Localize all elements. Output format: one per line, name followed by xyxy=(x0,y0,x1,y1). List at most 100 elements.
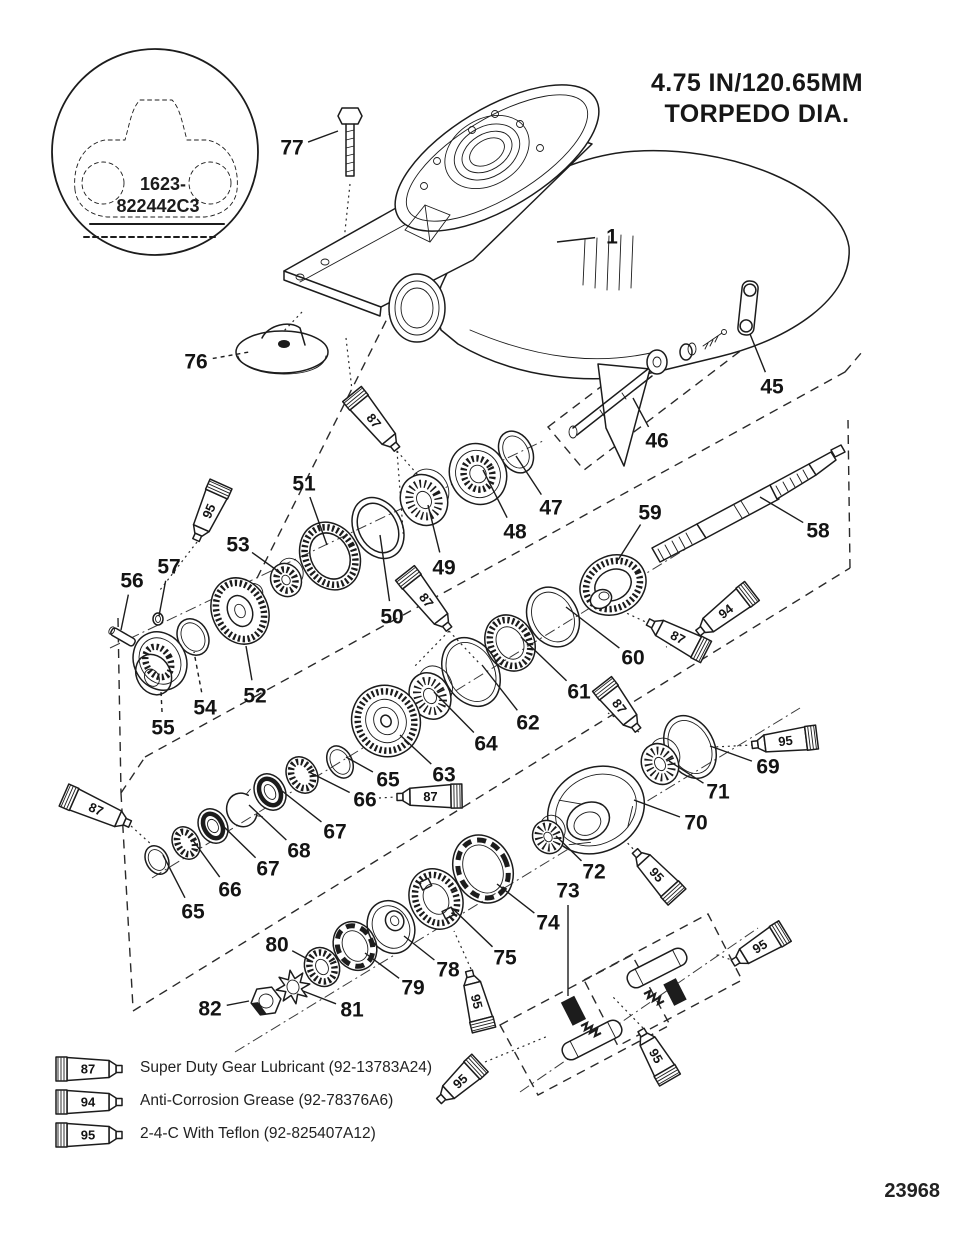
callout-leader-45-3 xyxy=(749,333,767,373)
tube-95-11: 95 xyxy=(730,920,793,967)
legend-item-95: 2-4-C With Teflon (92-825407A12) xyxy=(140,1125,376,1142)
part-59-gear-hub xyxy=(579,554,647,616)
callout-79-38: 79 xyxy=(401,977,424,1000)
callout-73-34: 73 xyxy=(556,880,579,903)
part-76-trim-tab xyxy=(235,323,329,375)
part-81-star-retainer xyxy=(275,969,311,1005)
callout-leader-69-30 xyxy=(709,745,753,762)
callout-leader-76-2 xyxy=(212,351,250,360)
part-67-seal-a xyxy=(253,773,287,811)
callout-69-30: 69 xyxy=(756,756,779,779)
callout-70-32: 70 xyxy=(684,812,707,835)
callout-leader-74-35 xyxy=(496,883,535,914)
callout-leader-55-13 xyxy=(160,691,163,713)
part-57-bushing xyxy=(152,612,164,626)
callout-67-27: 67 xyxy=(256,858,279,881)
callout-leader-61-19 xyxy=(520,636,568,682)
part-67-seal-b xyxy=(197,808,229,844)
part-72-bearing-small xyxy=(531,814,566,855)
part-74-tab-washer xyxy=(452,834,514,904)
callout-67-25: 67 xyxy=(323,821,346,844)
callout-leader-49-7 xyxy=(427,504,441,553)
callout-51-9: 51 xyxy=(292,473,316,496)
callout-71-31: 71 xyxy=(706,781,730,804)
callout-leader-66-28 xyxy=(191,838,221,878)
part-80-spring-washer xyxy=(303,946,341,988)
title-line2: TORPEDO DIA. xyxy=(664,100,850,128)
callout-65-29: 65 xyxy=(181,901,205,924)
callout-leader-65-23 xyxy=(345,756,374,773)
tube-label-95-10: 95 xyxy=(468,993,486,1011)
legend-item-94: Anti-Corrosion Grease (92-78376A6) xyxy=(140,1092,394,1109)
callout-52-11: 52 xyxy=(243,685,266,708)
callout-60-18: 60 xyxy=(621,647,644,670)
tube-87-14: 87 xyxy=(55,1056,123,1082)
part-58-propshaft xyxy=(651,444,846,563)
callout-48-6: 48 xyxy=(503,521,527,544)
callout-leader-60-18 xyxy=(565,606,620,649)
inset-part-number-line2: 822442C3 xyxy=(116,196,199,216)
tube-label-87-9: 87 xyxy=(423,789,438,804)
part-56-pin xyxy=(108,626,136,647)
part-49-bearing xyxy=(399,468,450,527)
callout-leader-67-25 xyxy=(276,786,322,823)
callout-leader-62-20 xyxy=(481,664,518,711)
drawing-number: 23968 xyxy=(884,1180,940,1202)
tube-95-13: 95 xyxy=(435,1053,489,1105)
part-55-bearing-carrier-upper xyxy=(132,631,188,696)
callout-leader-57-15 xyxy=(158,580,167,617)
callout-75-36: 75 xyxy=(493,947,517,970)
tube-label-95-1: 95 xyxy=(199,501,219,520)
callout-76-2: 76 xyxy=(184,351,207,374)
callout-78-37: 78 xyxy=(436,959,460,982)
callout-leader-53-10 xyxy=(251,551,283,575)
title-line1: 4.75 IN/120.65MM xyxy=(650,69,864,97)
callout-45-3: 45 xyxy=(760,376,784,399)
inset-gasket-detail: 1623- 822442C3 xyxy=(51,48,259,256)
part-45-shift-link xyxy=(737,280,759,336)
callout-leader-58-16 xyxy=(759,496,804,524)
tube-87-5: 87 xyxy=(591,675,642,733)
tube-label-95-6: 95 xyxy=(777,733,793,750)
callout-leader-50-8 xyxy=(379,534,391,602)
callout-leader-80-39 xyxy=(291,950,314,963)
callout-56-14: 56 xyxy=(120,570,143,593)
callout-leader-64-21 xyxy=(433,691,475,733)
callout-leader-66-24 xyxy=(308,771,351,794)
callout-81-40: 81 xyxy=(340,999,364,1022)
callout-82-41: 82 xyxy=(198,998,221,1021)
callout-leader-79-38 xyxy=(364,952,400,979)
tube-87-8: 87 xyxy=(58,783,133,828)
callout-54-12: 54 xyxy=(193,697,217,720)
callout-leader-81-40 xyxy=(302,990,337,1005)
callout-leader-67-27 xyxy=(218,821,257,859)
callout-74-35: 74 xyxy=(536,912,560,935)
callout-leader-65-29 xyxy=(162,854,186,899)
callout-62-20: 62 xyxy=(516,712,539,735)
callout-leader-46-4 xyxy=(632,397,650,428)
callout-leader-70-32 xyxy=(633,799,681,818)
part-77-bolt xyxy=(337,107,363,177)
callout-63-22: 63 xyxy=(432,764,455,787)
part-66-bearing-a xyxy=(285,756,319,794)
tube-87-2: 87 xyxy=(394,564,453,632)
tube-label-87-14: 87 xyxy=(81,1062,95,1077)
part-60-ring xyxy=(525,586,581,648)
tube-95-6: 95 xyxy=(750,724,820,753)
part-52-pinion-gear xyxy=(210,577,270,645)
part-50-ring xyxy=(351,496,405,560)
part-65-oring-b xyxy=(144,845,170,875)
tube-label-94-15: 94 xyxy=(81,1095,96,1110)
diagram-title: 4.75 IN/120.65MM TORPEDO DIA. xyxy=(612,68,902,130)
callout-72-33: 72 xyxy=(582,861,605,884)
tube-label-87-3: 87 xyxy=(668,627,688,647)
callout-61-19: 61 xyxy=(567,681,591,704)
callout-59-17: 59 xyxy=(638,502,661,525)
part-82-nut xyxy=(250,986,282,1016)
callout-65-23: 65 xyxy=(376,769,400,792)
part-48-bearing xyxy=(448,442,508,506)
callout-leader-72-33 xyxy=(555,835,582,862)
part-75-clutch xyxy=(408,868,464,930)
